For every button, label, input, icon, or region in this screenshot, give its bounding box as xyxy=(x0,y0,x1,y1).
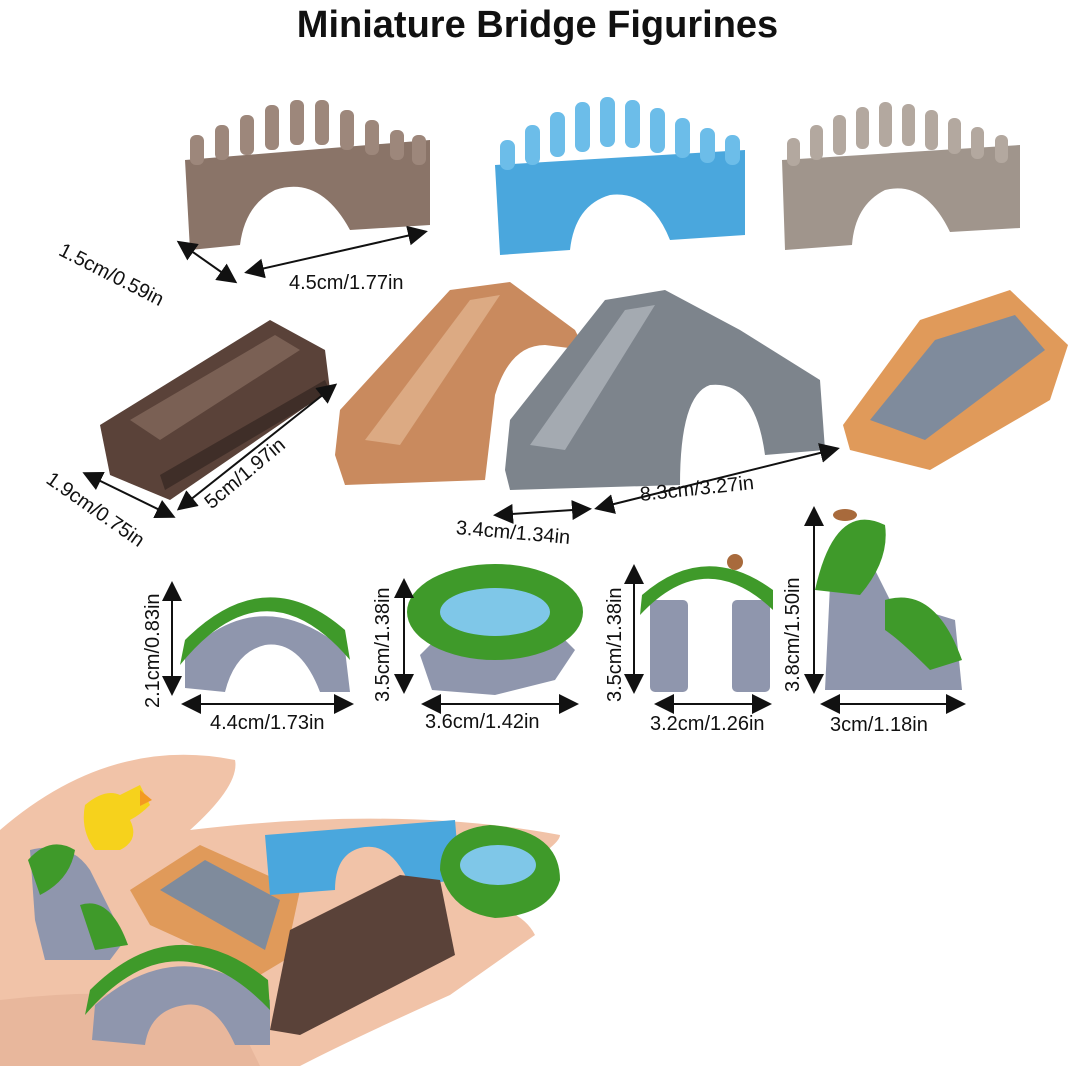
stone-gate xyxy=(640,554,773,692)
moss-bridge xyxy=(180,597,350,692)
dimension-label: 3cm/1.18in xyxy=(830,714,928,736)
dimension-label: 4.4cm/1.73in xyxy=(210,712,325,734)
dimension-label: 3.2cm/1.26in xyxy=(650,713,765,735)
dimension-label: 3.8cm/1.50in xyxy=(782,577,804,692)
dimension-label: 3.6cm/1.42in xyxy=(425,711,540,733)
gray-arch-bridge xyxy=(505,290,825,490)
hand-with-figurines xyxy=(0,754,560,1066)
dark-wood-bridge xyxy=(100,320,330,500)
dimension-arrows xyxy=(82,225,966,714)
moss-rock xyxy=(815,509,962,690)
dimension-label: 2.1cm/0.83in xyxy=(142,593,164,708)
moss-pond xyxy=(407,564,583,695)
blue-bridge xyxy=(495,97,745,255)
dimension-label: 4.5cm/1.77in xyxy=(289,272,404,294)
orange-rail-bridge xyxy=(843,290,1068,470)
dimension-label: 3.5cm/1.38in xyxy=(372,587,394,702)
brown-stone-bridge xyxy=(185,100,430,250)
tan-stone-bridge xyxy=(782,102,1020,250)
dimension-label: 3.5cm/1.38in xyxy=(604,587,626,702)
terracotta-arch-bridge xyxy=(335,282,585,485)
page-title: Miniature Bridge Figurines xyxy=(296,4,779,46)
